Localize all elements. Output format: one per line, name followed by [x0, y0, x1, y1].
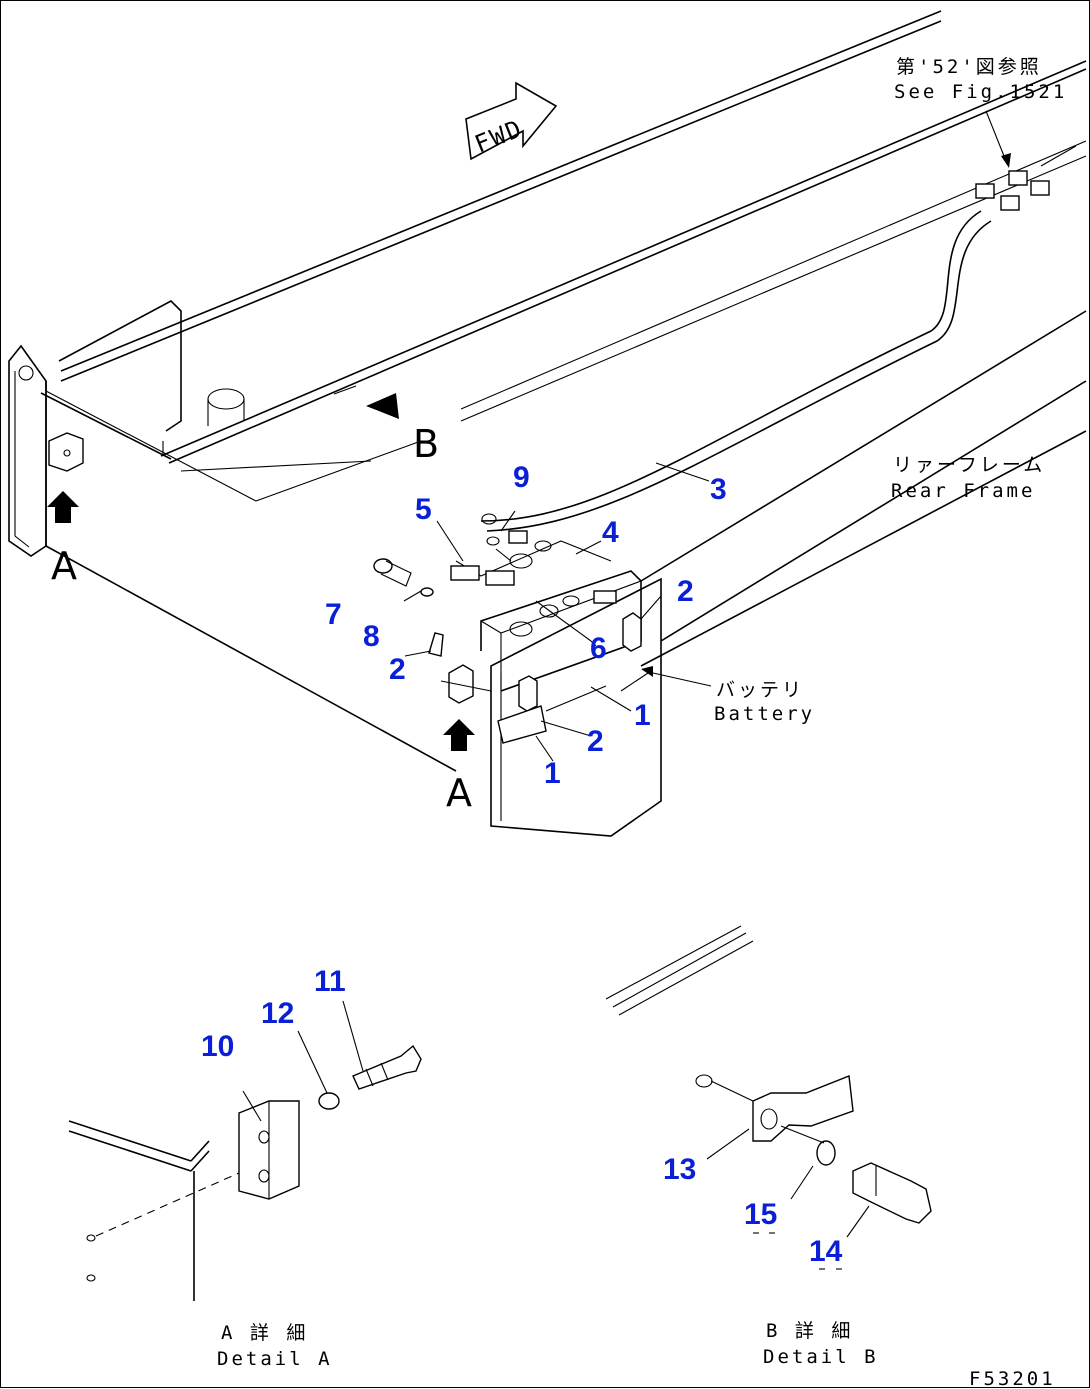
- callout-13: 13: [663, 1153, 696, 1186]
- callout-1-right: 1: [634, 699, 651, 732]
- view-letter-b: B: [413, 422, 439, 466]
- view-letter-a-main: A: [446, 771, 472, 815]
- callout-2-left: 2: [389, 653, 406, 686]
- detail-b-en: Detail B: [763, 1346, 879, 1368]
- callout-14: 14: [809, 1235, 843, 1268]
- break-lines: [605, 925, 754, 1016]
- see-fig-jp: 第'52'図参照: [896, 56, 1042, 78]
- frame-end-plate: [8, 300, 457, 772]
- callout-9: 9: [513, 461, 530, 494]
- battery-jp: バッテリ: [716, 679, 804, 701]
- callout-8: 8: [363, 620, 380, 653]
- callout-10: 10: [201, 1030, 234, 1063]
- callout-5: 5: [415, 493, 432, 526]
- view-arrow-a-left: [47, 491, 79, 523]
- callout-11: 11: [314, 965, 346, 998]
- battery-en: Battery: [714, 703, 815, 725]
- callout-3: 3: [710, 473, 727, 506]
- bolt-7-washer-8: [373, 558, 434, 597]
- detail-b-jp: B 詳 細: [766, 1320, 853, 1342]
- detail-a-jp: A 詳 細: [221, 1322, 308, 1344]
- see-fig-en: See Fig.1521: [894, 81, 1067, 103]
- callout-2-bottom: 2: [587, 725, 604, 758]
- wiring-harness: [480, 110, 1077, 532]
- callout-6: 6: [590, 632, 607, 665]
- fwd-label: FWD: [471, 114, 527, 158]
- callout-15: 15: [744, 1198, 777, 1231]
- view-letter-a-left: A: [51, 544, 77, 588]
- rear-frame-en: Rear Frame: [891, 480, 1035, 502]
- callout-1-bottom: 1: [544, 757, 561, 790]
- view-arrow-a-main: [443, 719, 475, 751]
- callout-7: 7: [325, 598, 342, 631]
- left-bracket: [48, 432, 84, 472]
- frame-rails: [40, 10, 1087, 667]
- detail-b-drawing: [695, 1074, 932, 1270]
- drawing-ref-number: F53201: [969, 1368, 1056, 1389]
- detail-a-en: Detail A: [217, 1348, 333, 1370]
- detail-a-drawing: [68, 1000, 422, 1301]
- battery-terminals: [450, 513, 617, 642]
- callout-4: 4: [602, 516, 619, 549]
- battery-leaders: [403, 510, 712, 762]
- view-arrow-b: [333, 385, 399, 419]
- hold-down-clamps: [428, 612, 642, 744]
- fwd-arrow-sign: [465, 81, 558, 161]
- leader-3: [655, 462, 710, 482]
- rear-frame-jp: リァーフレーム: [893, 454, 1045, 476]
- callout-12: 12: [261, 997, 294, 1030]
- frame-post: [207, 388, 245, 426]
- callout-2-right: 2: [677, 575, 694, 608]
